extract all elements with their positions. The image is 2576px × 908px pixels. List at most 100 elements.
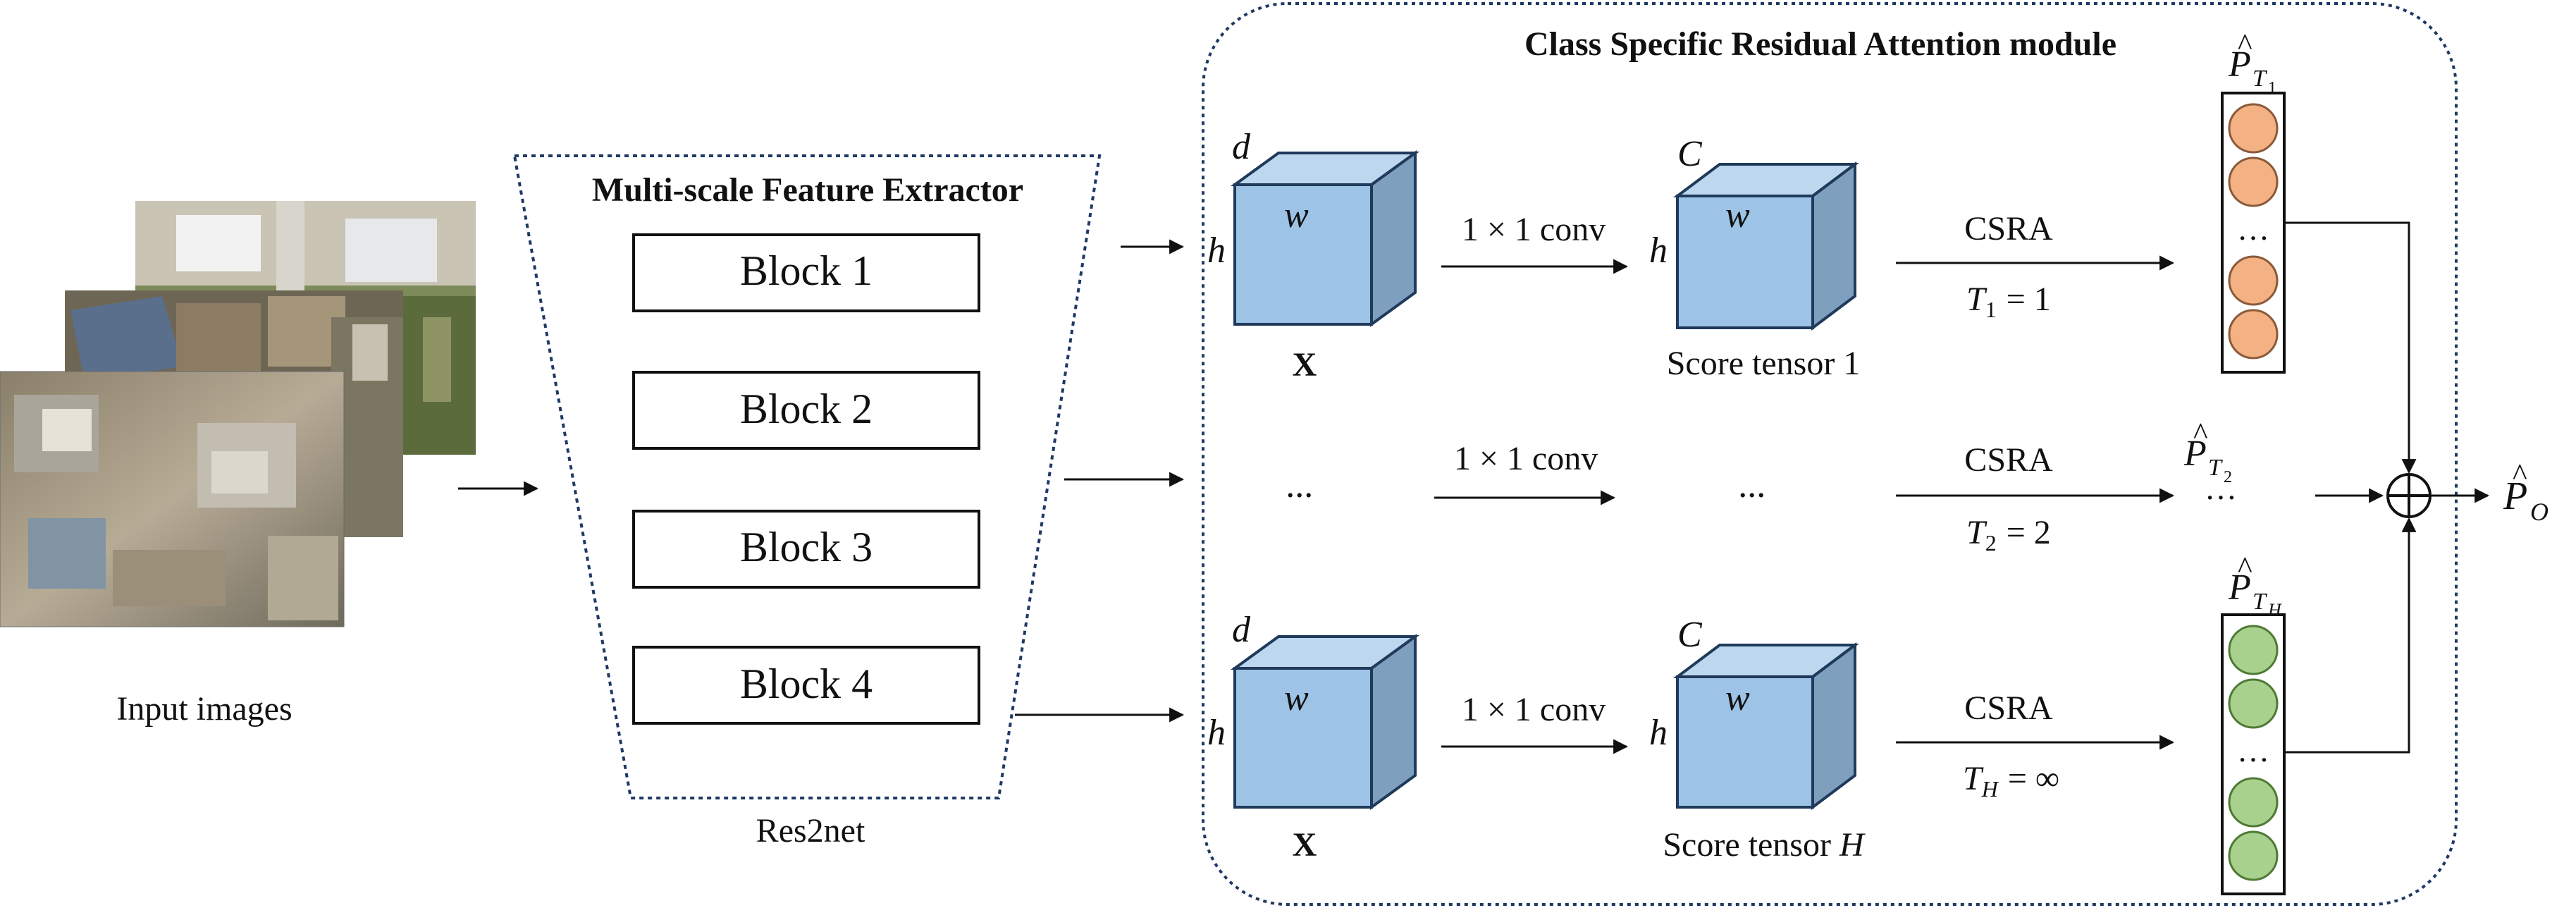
block-1-label: Block 1 <box>740 247 873 294</box>
temp-sub: 2 <box>1985 530 1997 556</box>
output-vector-row3: … <box>2221 613 2286 895</box>
prob-circle <box>2228 625 2279 675</box>
prob-hat: ^ <box>2513 458 2527 492</box>
score-label-row1: Score tensor 1 <box>1667 345 1861 382</box>
prob-circle <box>2228 157 2279 207</box>
block-3-box <box>632 510 980 589</box>
dim-d-row1: d <box>1232 127 1251 167</box>
ellipsis-score-row2: ... <box>1739 465 1767 505</box>
feature-x-row1: X <box>1293 346 1317 384</box>
aerial-damage-photo-back <box>135 201 476 455</box>
cube-front <box>1676 675 1814 809</box>
extractor-blocks: Block 1 Block 2 Block 3 Block 4 <box>632 233 980 725</box>
dim-w-score-row3: w <box>1725 678 1750 718</box>
input-images-label: Input images <box>116 690 292 728</box>
prob-symbol: P <box>2183 434 2207 474</box>
temp-symbol: T <box>1963 760 1984 797</box>
temperature-row1: T1 = 1 <box>1966 281 2051 322</box>
cube-front <box>1233 667 1373 809</box>
score-cube-row1 <box>1673 161 1859 331</box>
temp-sub: H <box>1981 776 1999 802</box>
cube-front <box>1233 183 1373 326</box>
feature-cube-row1 <box>1230 150 1420 327</box>
prob-symbol: P <box>2228 44 2251 85</box>
block-2-box <box>632 371 980 450</box>
conv-label-row3: 1 × 1 conv <box>1462 691 1606 728</box>
extractor-caption: Res2net <box>756 812 865 849</box>
vector-ellipsis: … <box>2237 732 2269 768</box>
dim-w-row3: w <box>1284 678 1309 718</box>
prob-label-row3: ^ P T H <box>2228 551 2282 620</box>
block-1-box <box>632 233 980 312</box>
connector-row1-to-sum <box>2286 221 2417 474</box>
csra-label-row3: CSRA <box>1964 689 2053 727</box>
block-4-box <box>632 646 980 725</box>
feature-x-row3: X <box>1293 826 1317 864</box>
prob-sub-t: T <box>2253 589 2267 615</box>
prob-sub-t: T <box>2253 66 2267 92</box>
final-sub: O <box>2530 498 2549 526</box>
dim-c-row3: C <box>1677 615 1703 655</box>
score-label-italic: H <box>1839 826 1866 864</box>
prob-circle <box>2228 678 2279 729</box>
prob-sub-sub: 1 <box>2268 79 2276 97</box>
dim-h-score-row1: h <box>1649 231 1668 271</box>
temp-symbol: T <box>1966 281 1988 318</box>
prob-circle <box>2228 830 2279 881</box>
module-border <box>1202 2 2458 906</box>
csra-label-row1: CSRA <box>1964 210 2053 247</box>
dim-w-score-row1: w <box>1725 195 1750 235</box>
temp-value: = 1 <box>2007 281 2051 318</box>
prob-sub-t: T <box>2208 455 2223 481</box>
prob-hat: ^ <box>2238 551 2253 585</box>
prob-hat: ^ <box>2238 27 2253 62</box>
prob-label-row2: ^ P T 2 … <box>2183 417 2237 506</box>
prob-sub-sub: 2 <box>2224 468 2232 486</box>
temp-value: = ∞ <box>2008 760 2059 797</box>
cube-side <box>1370 150 1417 327</box>
prob-circle <box>2228 103 2279 154</box>
prob-circle <box>2228 309 2279 360</box>
vector-ellipsis: … <box>2237 211 2269 247</box>
temp-value: = 2 <box>2007 514 2051 551</box>
output-vector-row1: … <box>2221 92 2286 374</box>
prob-sub-sub: H <box>2267 600 2282 620</box>
temperature-row3: TH = ∞ <box>1963 760 2059 802</box>
module-title: Class Specific Residual Attention module <box>1524 25 2116 63</box>
dim-h-row1: h <box>1207 231 1226 271</box>
input-image-stack <box>0 201 476 627</box>
extractor-trapezoid <box>512 154 1102 799</box>
aerial-damage-photo-front <box>0 371 345 627</box>
dim-w-row1: w <box>1284 195 1309 235</box>
feature-cube-row3 <box>1230 634 1420 810</box>
prob-hat: ^ <box>2193 417 2208 451</box>
score-label-row3: Score tensor H <box>1663 826 1866 864</box>
temperature-row2: T2 = 2 <box>1966 514 2051 556</box>
prob-circle <box>2228 777 2279 828</box>
prob-ellipsis-row2: … <box>2205 470 2237 506</box>
block-2-label: Block 2 <box>740 386 873 432</box>
connector-row3-to-sum <box>2286 517 2417 754</box>
temp-symbol: T <box>1966 514 1988 551</box>
csra-label-row2: CSRA <box>1964 441 2053 479</box>
conv-label-row1: 1 × 1 conv <box>1462 211 1606 248</box>
dim-h-row3: h <box>1207 713 1226 753</box>
prob-symbol: P <box>2228 568 2251 608</box>
dim-h-score-row3: h <box>1649 713 1668 753</box>
prob-symbol: P <box>2503 474 2527 518</box>
extractor-title: Multi-scale Feature Extractor <box>592 171 1023 209</box>
cube-side <box>1370 634 1417 810</box>
plus-circle-icon <box>2386 473 2432 518</box>
prob-label-row1: ^ P T 1 <box>2228 27 2276 97</box>
score-cube-row3 <box>1673 642 1859 810</box>
cube-front <box>1676 195 1814 329</box>
dim-c-row1: C <box>1677 134 1703 174</box>
temp-sub: 1 <box>1985 297 1997 322</box>
final-output-label: ^ P O <box>2503 458 2549 526</box>
dim-d-row3: d <box>1232 610 1251 650</box>
ellipsis-feature-row2: ... <box>1287 465 1314 505</box>
conv-label-row2: 1 × 1 conv <box>1454 440 1598 477</box>
prob-circle <box>2228 255 2279 306</box>
score-label-text: Score tensor <box>1663 826 1839 864</box>
